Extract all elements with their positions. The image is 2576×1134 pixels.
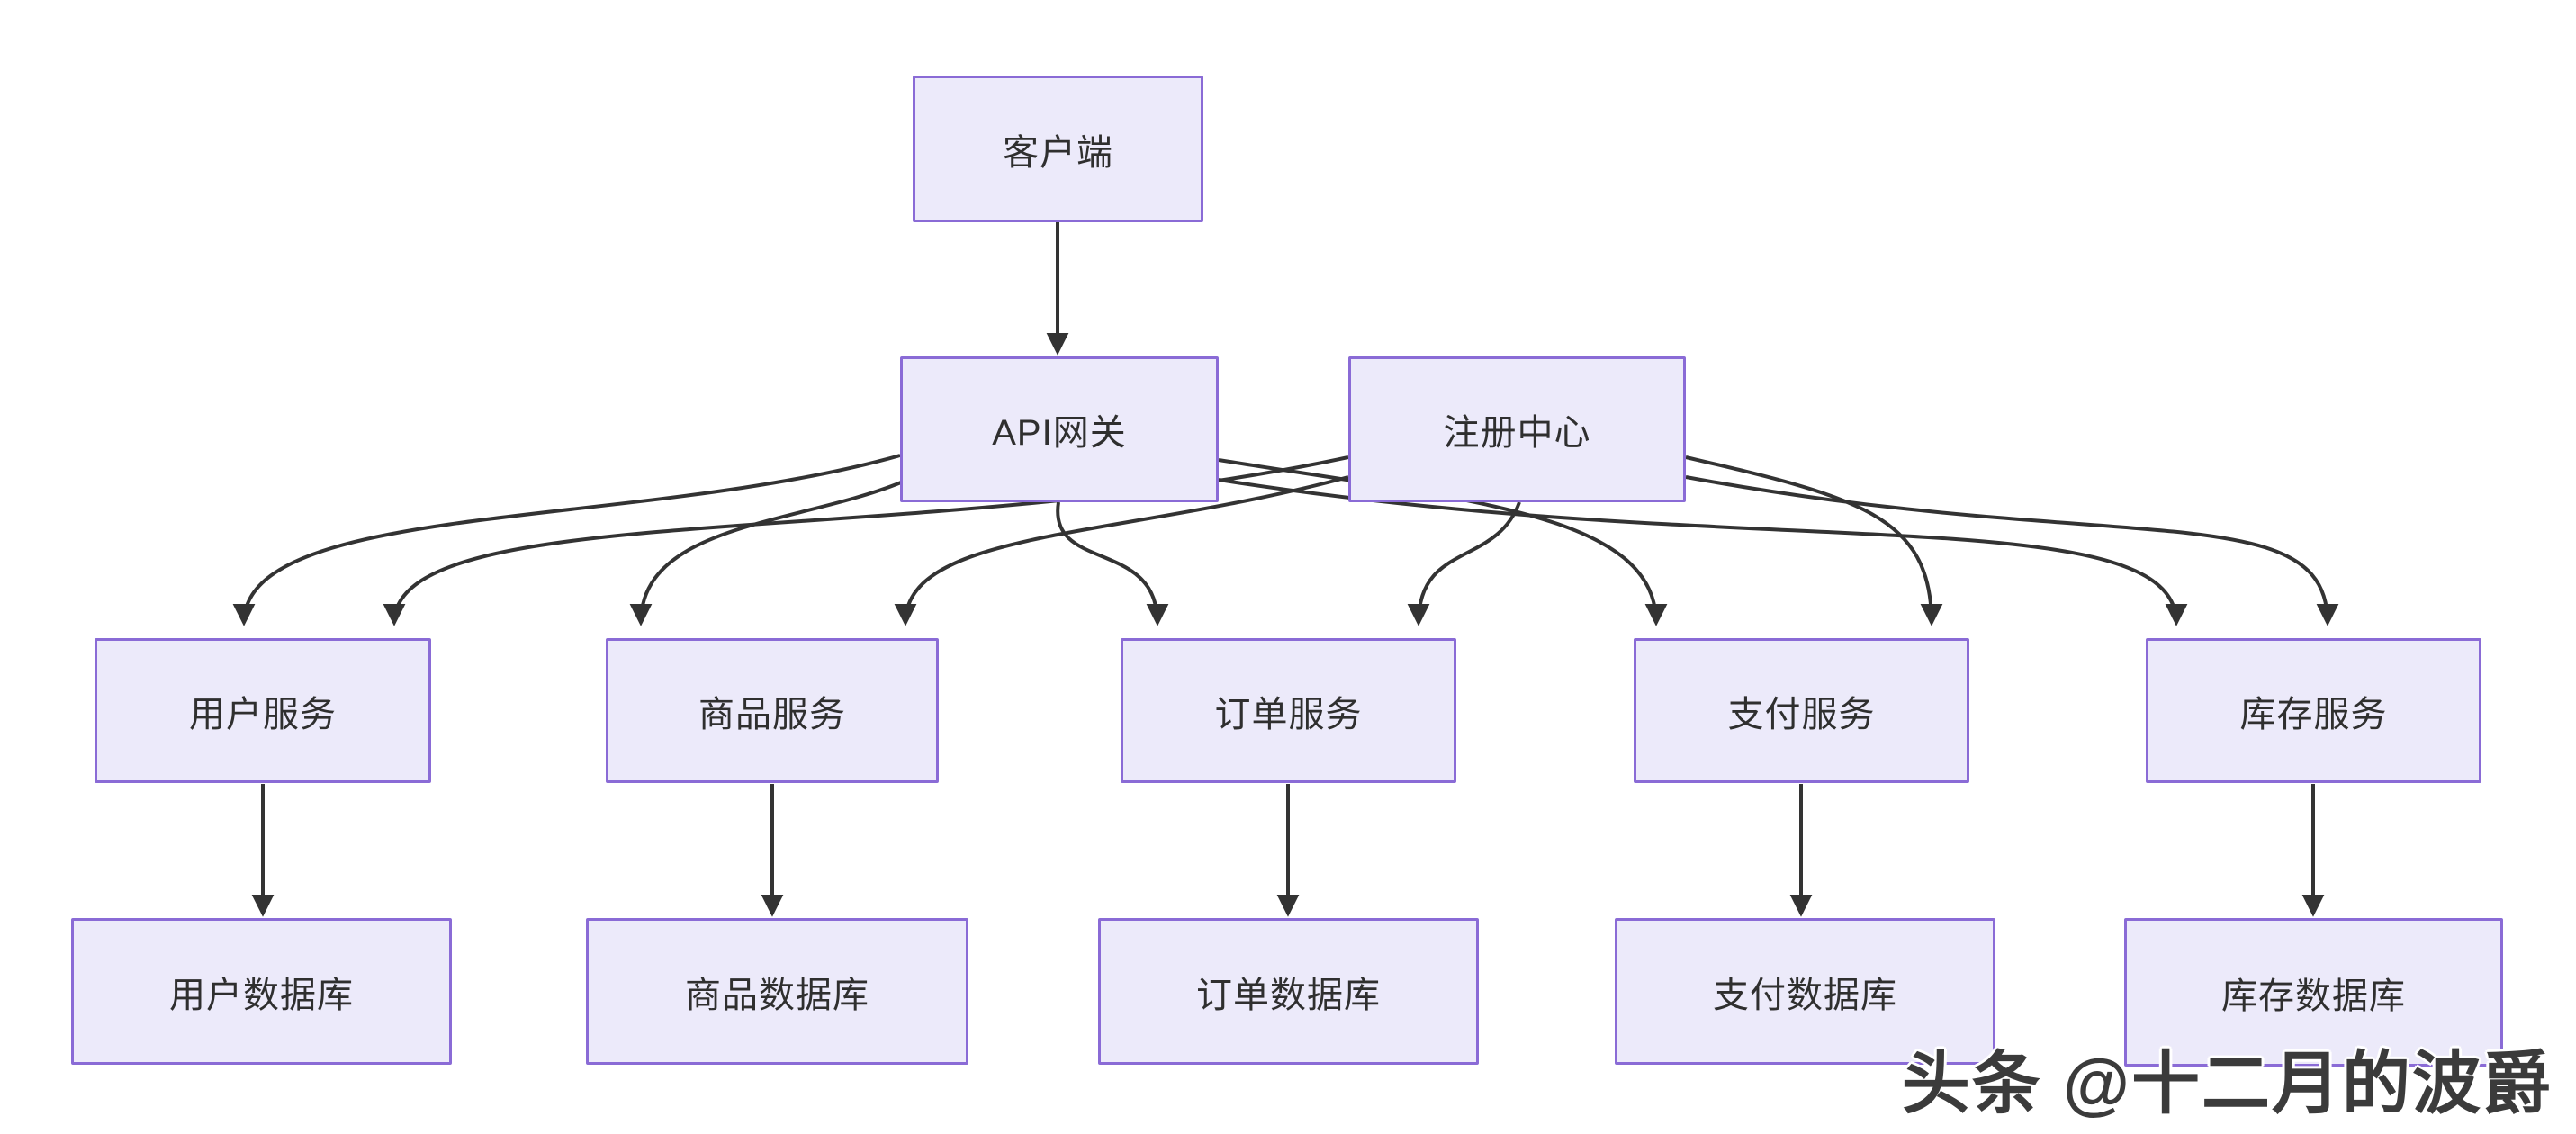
node-order-service: 订单服务 xyxy=(1121,638,1456,783)
node-user-service: 用户服务 xyxy=(95,638,431,783)
edge-gateway-product-service xyxy=(629,481,902,626)
node-api-gateway: API网关 xyxy=(900,356,1219,502)
edge-registry-product-service xyxy=(894,475,1349,626)
edge-registry-order-service xyxy=(1407,501,1521,626)
node-order-database: 订单数据库 xyxy=(1098,918,1479,1065)
node-inventory-database: 库存数据库 xyxy=(2124,918,2503,1066)
node-inventory-service: 库存服务 xyxy=(2146,638,2481,783)
node-user-database: 用户数据库 xyxy=(71,918,452,1065)
node-payment-database: 支付数据库 xyxy=(1615,918,1995,1065)
edge-gateway-order-service xyxy=(1056,501,1169,626)
node-product-database: 商品数据库 xyxy=(586,918,968,1065)
edge-gateway-user-service xyxy=(232,454,901,626)
node-payment-service: 支付服务 xyxy=(1634,638,1969,783)
edge-gateway-inventory-service xyxy=(1218,478,2188,626)
edge-registry-inventory-service xyxy=(1685,475,2339,626)
node-client: 客户端 xyxy=(913,76,1203,222)
node-product-service: 商品服务 xyxy=(606,638,939,783)
watermark-text: 头条 @十二月的波爵 xyxy=(1901,1046,2553,1122)
edge-registry-payment-service xyxy=(1685,455,1943,626)
node-registry: 注册中心 xyxy=(1348,356,1686,502)
